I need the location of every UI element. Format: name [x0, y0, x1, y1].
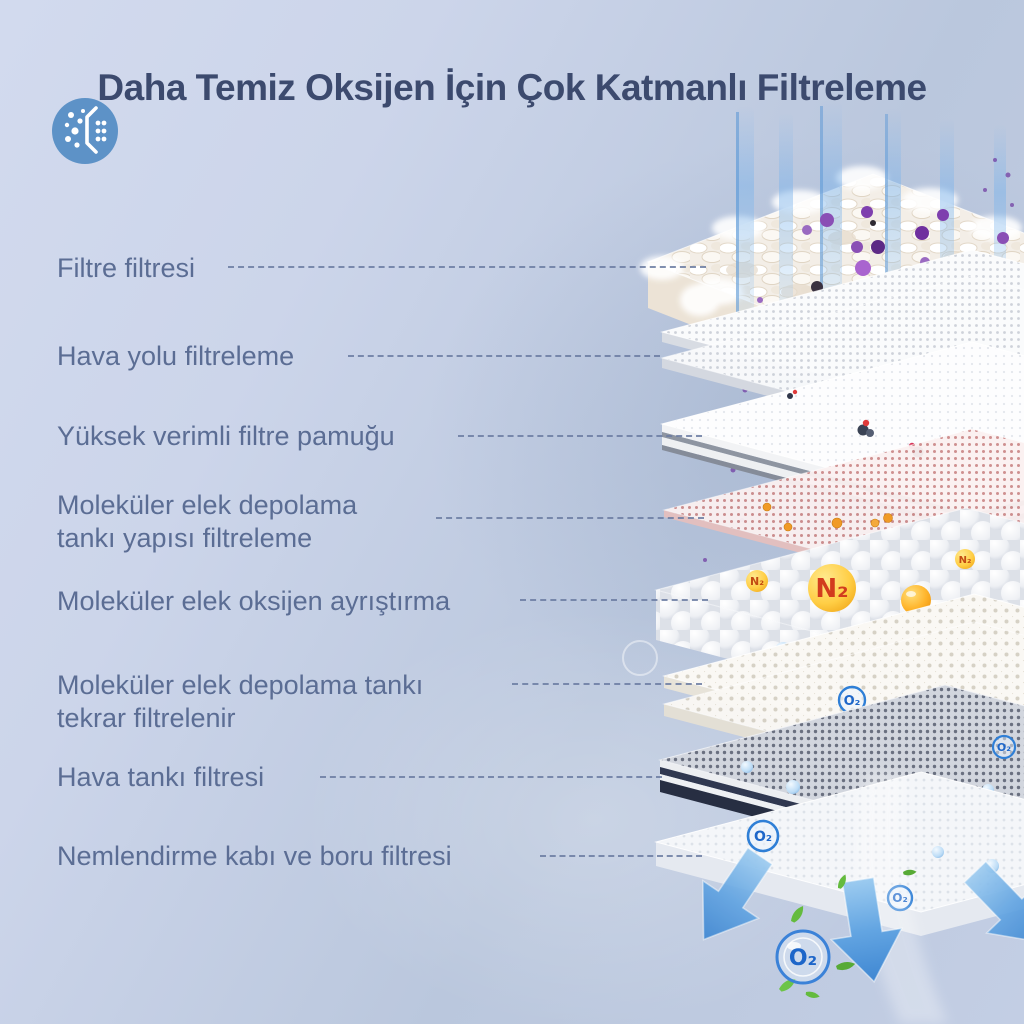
- leaf-icon: [791, 905, 804, 923]
- leader-line: [320, 776, 662, 778]
- leader-line: [228, 266, 706, 268]
- n2-label-large: N₂: [815, 574, 848, 604]
- o2-bubble-icon: O₂: [775, 929, 831, 985]
- label-hepa-cotton: Yüksek verimli filtre pamuğu: [57, 421, 395, 451]
- leader-line: [458, 435, 702, 437]
- leader-line: [348, 355, 660, 357]
- o2-label: O₂: [844, 694, 861, 709]
- down-arrow-icon: [963, 860, 1024, 944]
- leaf-icon: [779, 978, 796, 992]
- n2-label-small: N₂: [959, 555, 972, 566]
- down-arrows: [701, 846, 1024, 983]
- label-airway-filtering: Hava yolu filtreleme: [57, 341, 295, 371]
- leaf-icon: [836, 961, 856, 971]
- label-humidifier-filter: Nemlendirme kabı ve boru filtresi: [57, 841, 452, 871]
- label-air-tank-filter: Hava tankı filtresi: [57, 762, 265, 792]
- label-pre-filter: Filtre filtresi: [57, 253, 196, 283]
- leader-line: [520, 599, 708, 601]
- down-arrow-icon: [701, 846, 774, 941]
- o2-label: O₂: [754, 829, 772, 845]
- leaf-icon: [805, 991, 820, 998]
- leaf-icons: [779, 869, 917, 998]
- filter-particles-icon: [52, 98, 118, 164]
- leaf-icon: [837, 874, 846, 889]
- n2-label-small: N₂: [750, 575, 764, 588]
- n2-molecule-icon: N₂ N₂ N₂: [746, 549, 975, 654]
- page-title: Daha Temiz Oksijen İçin Çok Katmanlı Fil…: [97, 66, 927, 108]
- o2-bubble-icon: O₂: [991, 734, 1017, 760]
- o2-label: O₂: [789, 946, 817, 971]
- o2-label: O₂: [997, 741, 1011, 754]
- o2-bubble-icon: O₂: [746, 819, 780, 853]
- leader-line: [512, 683, 702, 685]
- down-arrow-icon: [829, 876, 904, 983]
- leader-line: [540, 855, 702, 857]
- leader-line: [436, 517, 704, 519]
- faint-bubble: [622, 640, 658, 676]
- label-oxygen-separation: Moleküler elek oksijen ayrıştırma: [57, 586, 451, 616]
- leaf-icon: [903, 869, 917, 876]
